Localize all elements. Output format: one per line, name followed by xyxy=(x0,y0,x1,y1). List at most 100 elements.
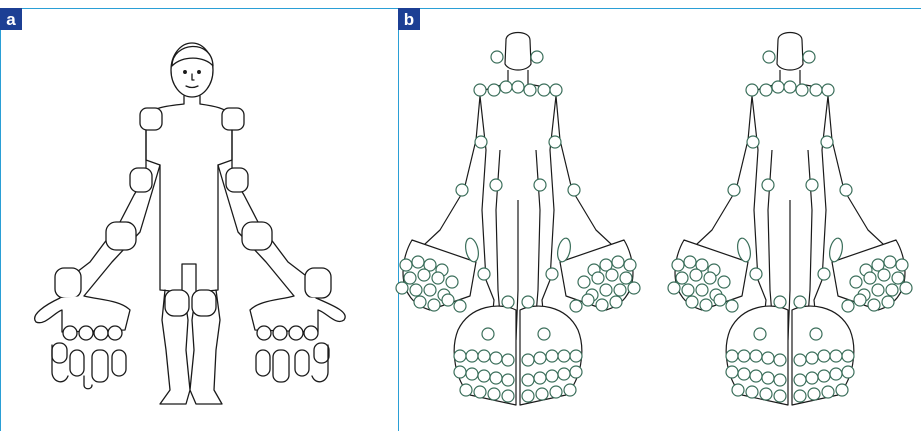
figure-b1-joint-circle xyxy=(624,259,636,271)
figure-b1-joint-circle xyxy=(414,296,426,308)
figure-a-shoulder-right xyxy=(222,108,244,130)
figure-b1-joint-circle xyxy=(460,384,472,396)
figure-b1-joint-circle xyxy=(534,372,546,384)
figure-b2-joint-circle xyxy=(900,282,912,294)
figure-b2-joint-circle xyxy=(794,374,806,386)
figure-b1-joint-circle xyxy=(490,352,502,364)
figure-b2-joint-circle xyxy=(726,300,738,312)
figure-b1-joint-circle xyxy=(488,388,500,400)
figure-b1-joint-circle xyxy=(490,179,502,191)
figure-b2-joint-circle xyxy=(794,390,806,402)
figure-a-eye-left xyxy=(184,71,187,74)
figure-b2-joint-circle xyxy=(884,256,896,268)
figure-b1-joint-circle xyxy=(478,350,490,362)
figure-a-arm-right xyxy=(218,130,318,296)
figure-b1-head xyxy=(505,33,531,71)
figure-b1-joint-circle xyxy=(502,390,514,402)
figure-b2-joint-circle xyxy=(750,350,762,362)
figure-b2-joint-circle xyxy=(864,272,876,284)
figure-b2-joint-circle xyxy=(747,136,759,148)
figure-b2-joint-circle xyxy=(668,282,680,294)
figure-b1-joint-circle xyxy=(546,268,558,280)
figure-a-knee-left xyxy=(165,290,189,316)
figure-b2-joint-circle xyxy=(726,366,738,378)
figure-b1-joint-circle xyxy=(446,276,458,288)
figure-b2-joint-circle xyxy=(774,354,786,366)
figure-b2-joint-circle xyxy=(806,352,818,364)
figure-b2 xyxy=(668,33,912,406)
figure-b1-joint-circle xyxy=(558,350,570,362)
figure-b2-joint-circle xyxy=(738,350,750,362)
figure-b1-joint-circle xyxy=(612,256,624,268)
figure-b2-joint-circle xyxy=(882,296,894,308)
figure-b1-joint-circle xyxy=(570,366,582,378)
figure-b2-joint-circle xyxy=(868,299,880,311)
figure-b2-joint-circle xyxy=(682,284,694,296)
figure-b2-joint-circle xyxy=(750,370,762,382)
figure-b2-joint-circle xyxy=(892,272,904,284)
figure-b2-joint-circle xyxy=(696,284,708,296)
figure-b1-joint-circle xyxy=(546,370,558,382)
figure-b2-joint-circle xyxy=(822,84,834,96)
figure-a-fingers-left xyxy=(52,326,126,389)
figure-b2-joint-circle xyxy=(700,299,712,311)
figure-b2-joint-circle xyxy=(763,51,775,63)
figure-b2-joint-circle xyxy=(818,268,830,280)
figure-b2-joint-circle xyxy=(774,390,786,402)
figure-b1-joint-circle xyxy=(410,284,422,296)
figure-b1-joint-circle xyxy=(536,388,548,400)
figure-b1-joint-circle xyxy=(482,328,494,340)
figure-b1-joint-circle xyxy=(534,179,546,191)
figure-b2-joint-circle xyxy=(840,184,852,196)
figure-b1-joint-circle xyxy=(538,328,550,340)
figure-b2-joint-circle xyxy=(810,328,822,340)
figure-a-eye-right xyxy=(198,71,201,74)
figure-b2-joint-circle xyxy=(842,300,854,312)
figure-a-palm-right xyxy=(305,268,331,298)
figure-b2-joint-circle xyxy=(718,276,730,288)
figure-b2-joint-circle xyxy=(886,284,898,296)
figure-b1-joint-circle xyxy=(428,299,440,311)
figure-b1-joint-circle xyxy=(614,284,626,296)
figure-b1-joint-circle xyxy=(454,366,466,378)
figure-b1-joint-circle xyxy=(412,256,424,268)
figure-b1-joint-circle xyxy=(558,368,570,380)
figure-b1-joint-circle xyxy=(491,51,503,63)
figure-b1-joint-circle xyxy=(610,296,622,308)
figure-b2-joint-circle xyxy=(822,386,834,398)
figure-b1-joint-circle xyxy=(454,300,466,312)
figure-b1-joint-circle xyxy=(474,386,486,398)
figure-b2-joint-circle xyxy=(772,81,784,93)
figure-b2-joint-circle xyxy=(726,350,738,362)
figure-b1-joint-circle xyxy=(606,269,618,281)
figure-b2-joint-circle xyxy=(854,294,866,306)
figure-b2-joint-circle xyxy=(836,384,848,396)
figure-a-elbow-right xyxy=(226,168,248,192)
figure-b1-joint-circle xyxy=(522,390,534,402)
figure-b1-joint-circle xyxy=(488,84,500,96)
figure-b1-joint-circle xyxy=(454,350,466,362)
figure-b2-joint-circle xyxy=(808,388,820,400)
figure-b2-joint-circle xyxy=(842,366,854,378)
figure-b2-joint-circle xyxy=(760,388,772,400)
figure-b2-joint-circle xyxy=(686,296,698,308)
figure-b1-joint-circle xyxy=(534,352,546,364)
figure-b2-joint-circle xyxy=(806,179,818,191)
figure-b1-joint-circle xyxy=(442,294,454,306)
figure-b1-joint-circle xyxy=(568,184,580,196)
figure-b2-joint-circle xyxy=(850,276,862,288)
figure-b2-joint-circle xyxy=(774,296,786,308)
figure-b1-joint-circle xyxy=(502,354,514,366)
figure-b2-joint-circle xyxy=(760,84,772,96)
figure-b2-head xyxy=(777,33,803,71)
figure-a-knee-right xyxy=(192,290,216,316)
figure-b2-joint-circle xyxy=(872,284,884,296)
figure-a-wrist-right xyxy=(242,222,272,250)
figure-b1-joint-circle xyxy=(592,272,604,284)
figure-b2-joint-circle xyxy=(690,269,702,281)
figure-b1 xyxy=(396,33,640,406)
figure-b2-joint-circle xyxy=(714,294,726,306)
figure-b2-joint-circle xyxy=(818,350,830,362)
figure-b2-joint-circle xyxy=(878,269,890,281)
figure-b1-joint-circle xyxy=(550,386,562,398)
